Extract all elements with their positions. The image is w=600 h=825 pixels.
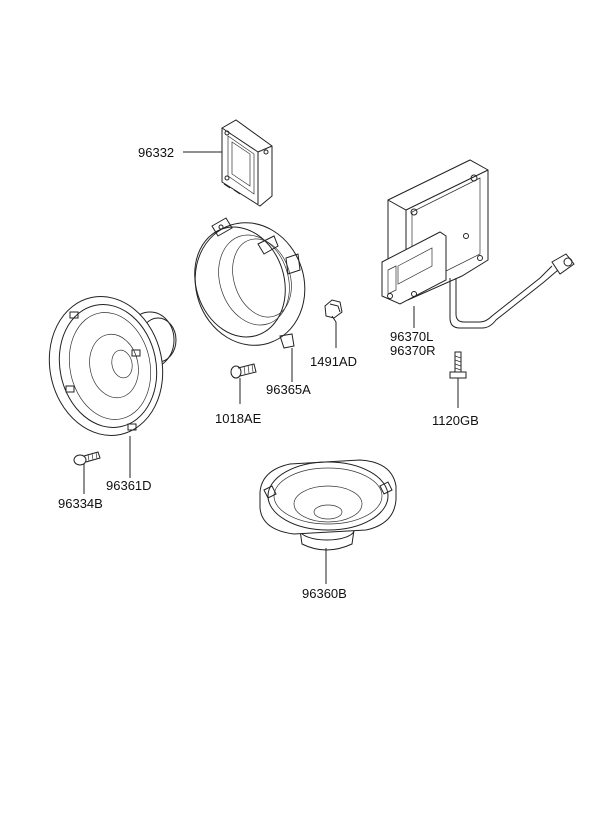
bolt-1120GB[interactable] bbox=[449, 351, 467, 379]
label-96361D: 96361D bbox=[106, 478, 152, 493]
speaker-96361D[interactable] bbox=[37, 286, 177, 446]
screw-1018AE[interactable] bbox=[230, 363, 257, 379]
screw-96334B[interactable] bbox=[73, 451, 101, 466]
clip-1491AD[interactable] bbox=[324, 299, 343, 323]
label-96332: 96332 bbox=[138, 145, 174, 160]
adapter-ring-96365A[interactable] bbox=[179, 208, 320, 359]
label-1018AE: 1018AE bbox=[215, 411, 262, 426]
label-1120GB: 1120GB bbox=[432, 413, 479, 428]
speaker-96360B[interactable] bbox=[259, 459, 397, 551]
module-96332[interactable] bbox=[221, 119, 273, 207]
label-96370L: 96370L bbox=[390, 329, 433, 344]
label-96360B: 96360B bbox=[302, 586, 347, 601]
label-96370R: 96370R bbox=[390, 343, 436, 358]
amplifier-96370[interactable] bbox=[381, 159, 575, 329]
label-1491AD: 1491AD bbox=[310, 354, 357, 369]
label-96365A: 96365A bbox=[266, 382, 311, 397]
label-96334B: 96334B bbox=[58, 496, 103, 511]
